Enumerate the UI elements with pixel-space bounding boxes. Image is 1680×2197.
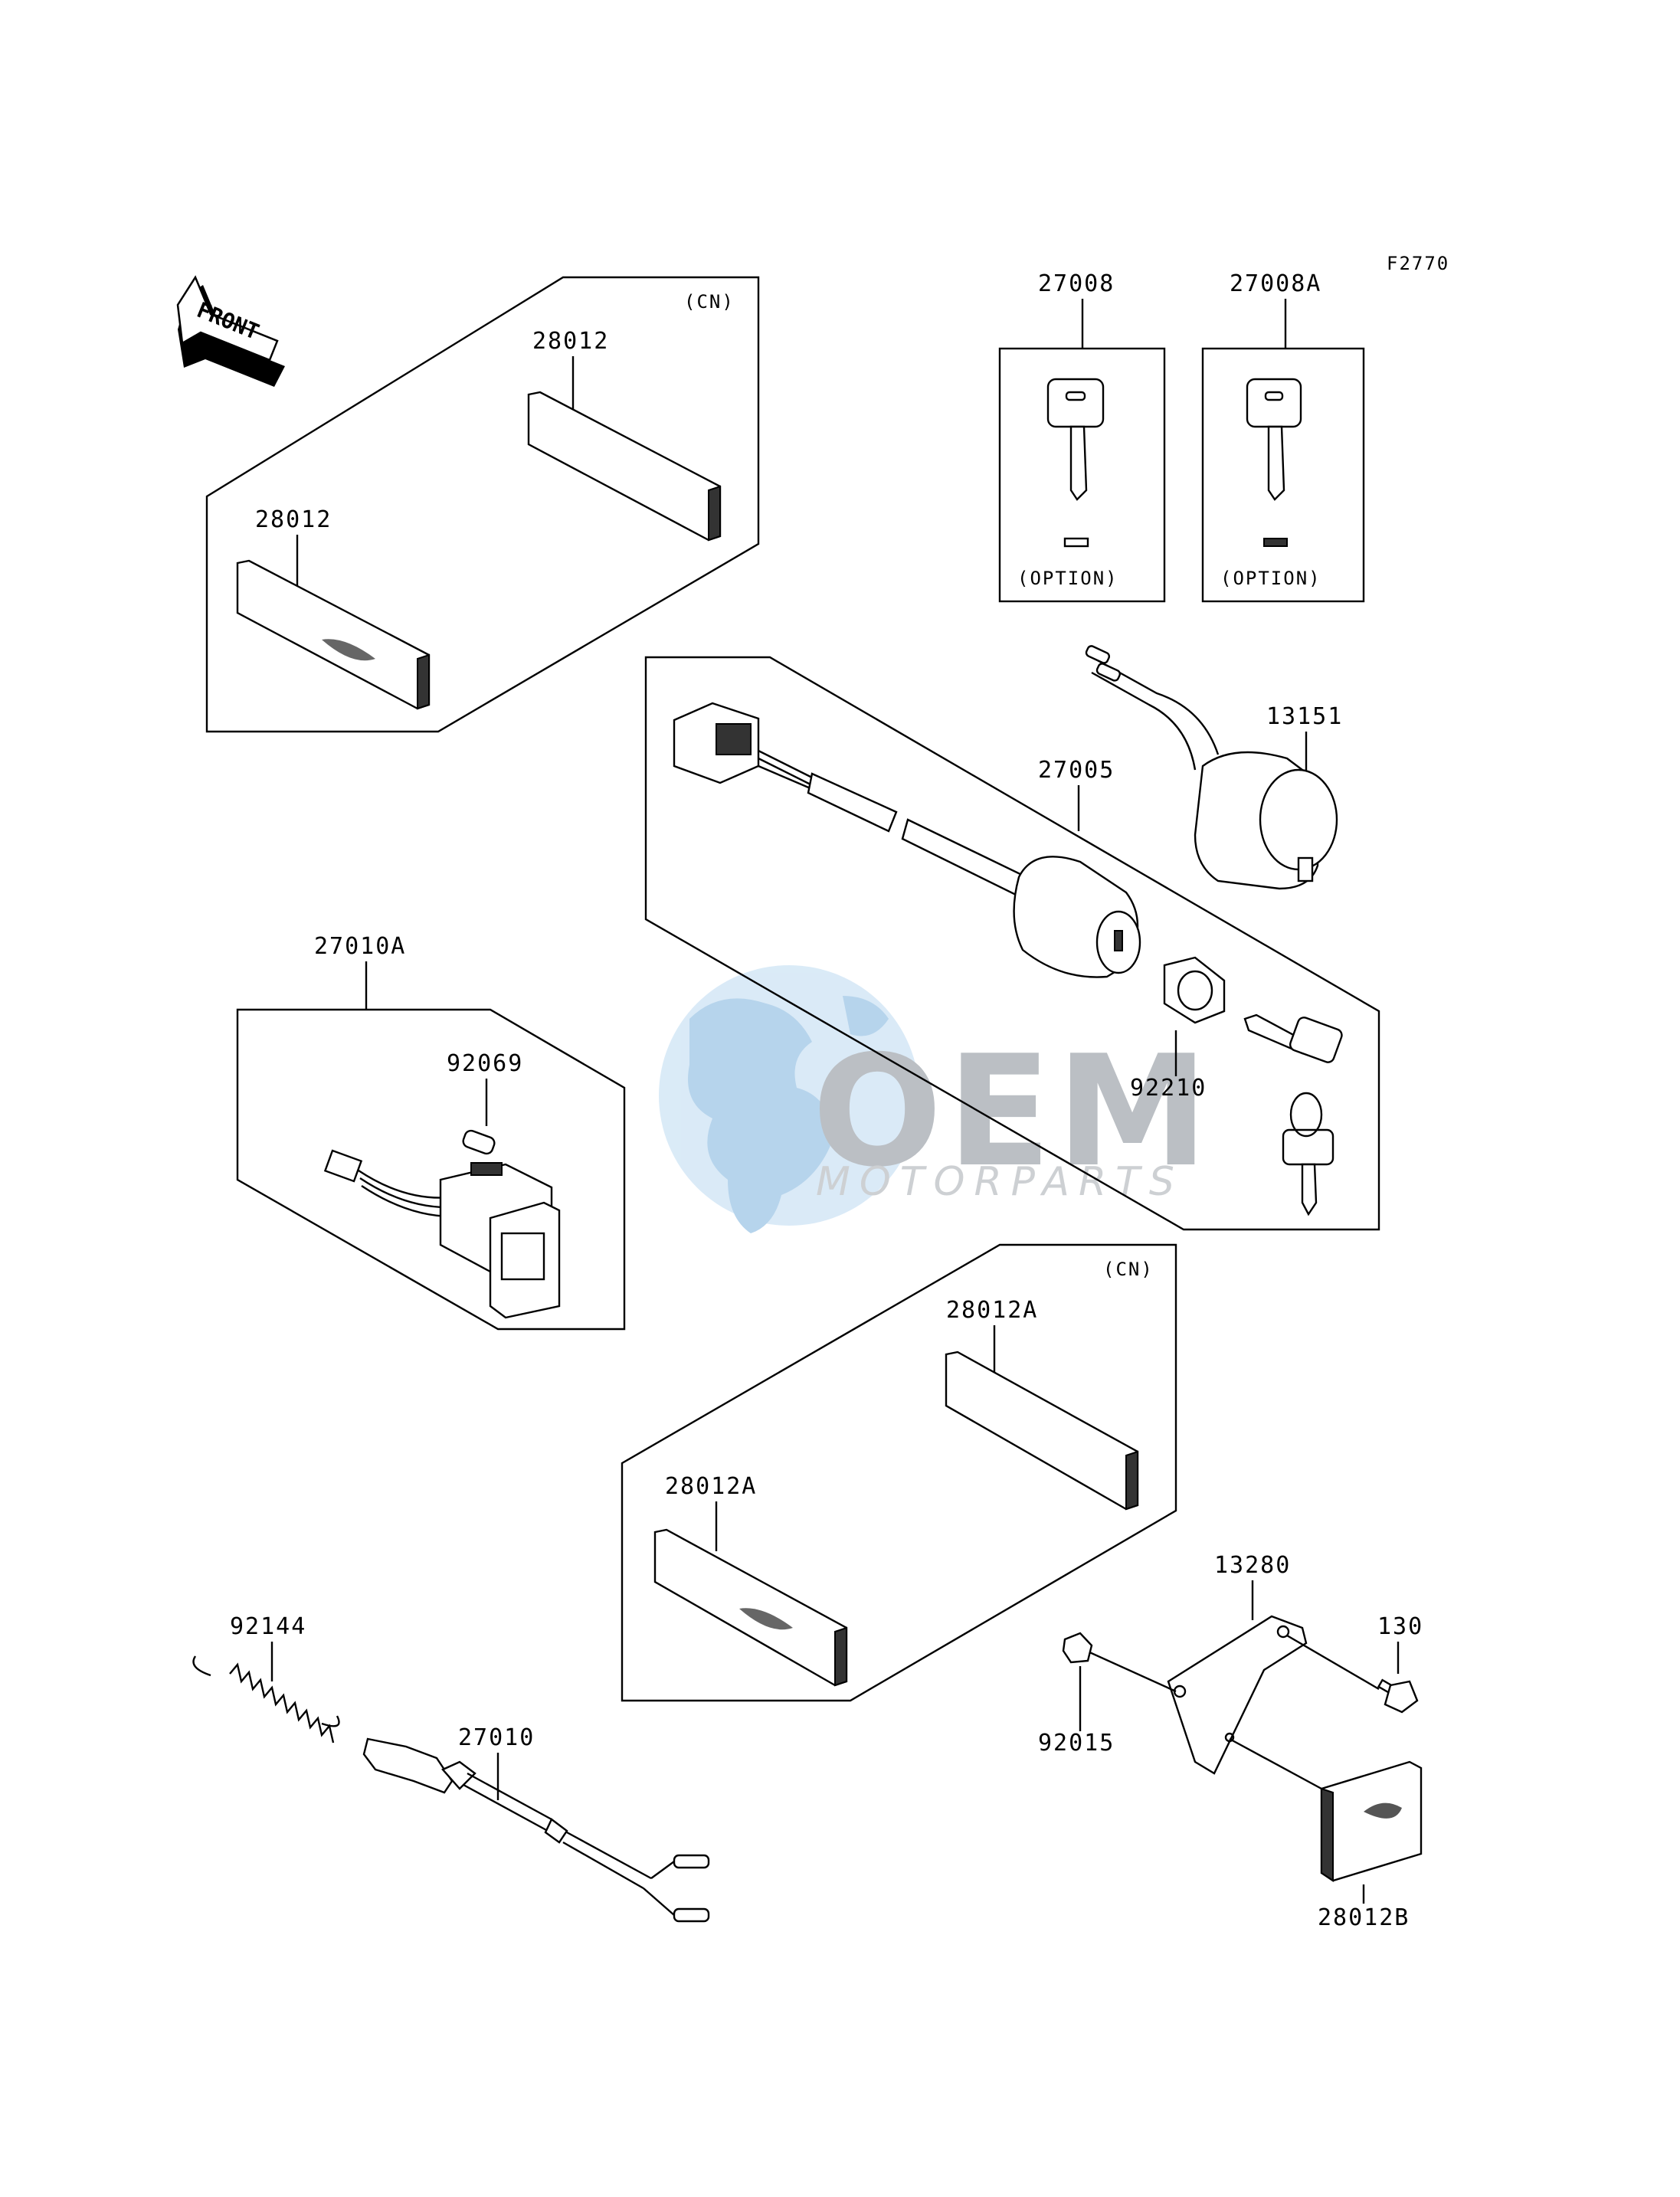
label-27010: 27010 [458,1724,535,1751]
label-92069: 92069 [447,1050,523,1077]
switch-27010-body [362,1737,454,1794]
reflector-28012B [1320,1760,1423,1882]
reflector-logo-icon [322,639,375,661]
label-27010A: 27010A [314,933,406,960]
key-27008A-icon [1246,378,1302,501]
label-13280: 13280 [1214,1552,1291,1579]
key-27008-icon [1046,378,1105,501]
reflector-logo-icon [1364,1802,1402,1819]
group-27010A: 27010A 92069 [236,933,626,1331]
group-92144: 92144 [192,1613,340,1744]
bulb-92069-icon [462,1129,496,1155]
figure-code: F2770 [1387,253,1449,274]
group-13280: 13280 130 92015 28012B [1038,1552,1423,1931]
bracket-13280 [1167,1615,1308,1775]
group-28012A: (CN) 28012A 28012A [621,1243,1177,1702]
label-92015: 92015 [1038,1730,1115,1757]
option-mark-27008A-icon [1263,538,1288,547]
label-130: 130 [1377,1613,1423,1640]
nut-92015-icon [1062,1632,1093,1664]
label-27008: 27008 [1038,270,1115,297]
bolt-130-icon [1377,1678,1419,1714]
reflector-28012A-lower [653,1528,848,1687]
connector-27010A-icon [323,1149,363,1183]
reflector-28012A-upper [945,1351,1139,1511]
group-13151: 13151 [1085,645,1343,890]
label-28012-top: 28012 [532,328,609,355]
nut-92210 [1163,956,1226,1024]
label-28012-bottom: 28012 [255,506,332,533]
label-13151: 13151 [1266,703,1343,730]
group-27008A: 27008A (OPTION) [1201,270,1365,603]
label-28012A-top: 28012A [946,1297,1038,1324]
label-27008-option: (OPTION) [1017,568,1118,589]
label-27008A: 27008A [1230,270,1321,297]
wire-harness-27005 [758,749,813,791]
watermark-sub: MOTORPARTS [816,1159,1184,1205]
keys-27005-icon [1243,1013,1343,1216]
label-92210: 92210 [1130,1075,1207,1102]
label-28012A-cn: (CN) [1103,1259,1154,1280]
reflector-logo-icon [739,1608,793,1630]
reflector-28012-lower [236,559,431,710]
label-27005: 27005 [1038,757,1115,784]
front-arrow-icon: FRONT [176,275,285,387]
spring-92144-icon [229,1662,335,1744]
watermark: OEM MOTORPARTS [659,965,1209,1233]
label-28012A-bottom: 28012A [665,1473,757,1500]
group-27008: 27008 (OPTION) [998,270,1166,603]
label-28012B: 28012B [1318,1904,1410,1931]
label-28012-cn: (CN) [684,291,735,313]
group-27010: 27010 [362,1724,710,1923]
group-28012: (CN) 28012 28012 [205,276,760,733]
group-27005: 27005 92210 [644,656,1380,1231]
connector-27005-icon [673,702,760,784]
reflector-28012-upper [527,391,722,542]
globe-continents-icon [688,996,889,1233]
option-mark-27008-icon [1063,537,1089,548]
label-92144: 92144 [230,1613,306,1640]
label-27008A-option: (OPTION) [1220,568,1321,589]
